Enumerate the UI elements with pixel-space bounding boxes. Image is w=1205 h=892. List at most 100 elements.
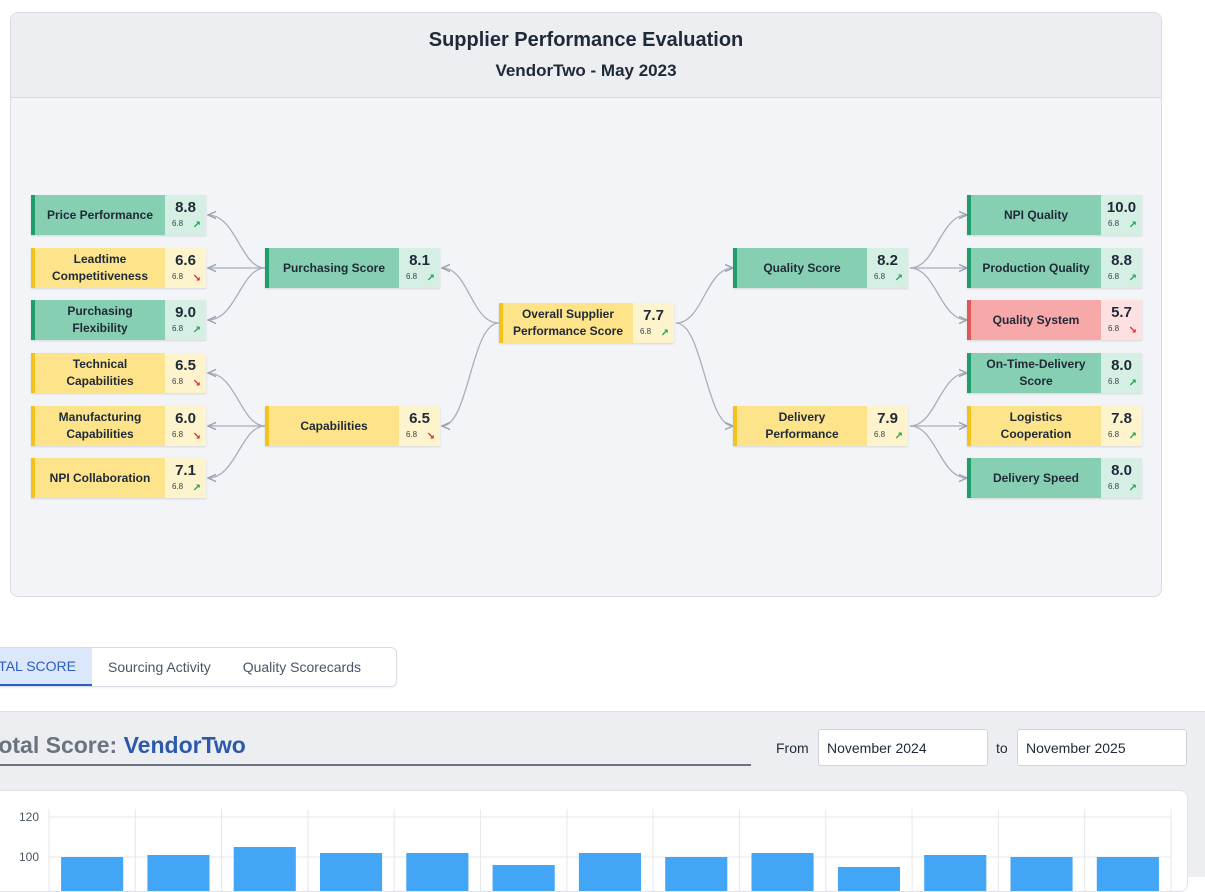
node-score: 10.0 [1106, 199, 1137, 216]
view-tabs: TAL SCORE Sourcing Activity Quality Scor… [0, 647, 397, 687]
trend-down-icon: ↘ [192, 273, 201, 284]
connector-delivery-ontime [909, 373, 967, 427]
node-score: 7.7 [643, 307, 664, 324]
connector-overall-capabilities [442, 322, 500, 426]
bar[interactable] [1010, 857, 1073, 891]
trend-up-icon: ↗ [192, 483, 201, 494]
node-score: 8.0 [1111, 462, 1132, 479]
connector-purchasing-price [208, 215, 266, 269]
node-label: Quality System [967, 300, 1101, 340]
trend-up-icon: ↗ [192, 325, 201, 336]
bar[interactable] [578, 853, 641, 891]
node-previous-score: 6.8 [406, 272, 418, 281]
node-previous-score: 6.8 [1108, 219, 1120, 228]
bar[interactable] [1096, 857, 1159, 891]
node-score: 6.6 [175, 252, 196, 269]
node-score: 9.0 [175, 304, 196, 321]
node-score-box: 8.1 6.8 ↗ [399, 248, 440, 288]
node-score-box: 10.0 6.8 ↗ [1101, 195, 1142, 235]
node-previous-score: 6.8 [874, 272, 886, 281]
from-label: From [776, 740, 809, 756]
bar[interactable] [233, 847, 296, 891]
bar[interactable] [924, 855, 987, 891]
connector-purchasing-flex [208, 267, 266, 320]
node-label: Purchasing Score [265, 248, 399, 288]
node-previous-score: 6.8 [172, 482, 184, 491]
total-score-prefix: Total Score: [0, 732, 118, 758]
node-label: Leadtime Competitiveness [31, 248, 165, 288]
trend-up-icon: ↗ [192, 220, 201, 231]
bar[interactable] [320, 853, 383, 891]
trend-down-icon: ↘ [192, 431, 201, 442]
tab-total-score[interactable]: TAL SCORE [0, 648, 92, 686]
connector-capabilities-npi [208, 425, 266, 478]
node-label: NPI Collaboration [31, 458, 165, 498]
node-score: 8.1 [409, 252, 430, 269]
trend-up-icon: ↗ [426, 273, 435, 284]
trend-up-icon: ↗ [1128, 378, 1137, 389]
node-label: Purchasing Flexibility [31, 300, 165, 340]
bar[interactable] [147, 855, 210, 891]
bar[interactable] [406, 853, 469, 891]
node-label: On-Time-Delivery Score [967, 353, 1101, 393]
node-npi-quality[interactable]: NPI Quality 10.0 6.8 ↗ [967, 195, 1142, 235]
node-label: NPI Quality [967, 195, 1101, 235]
trend-up-icon: ↗ [1128, 220, 1137, 231]
to-date-input[interactable] [1017, 729, 1187, 766]
bar[interactable] [837, 867, 900, 891]
connector-quality-npi [909, 215, 967, 269]
vendor-name: VendorTwo [123, 732, 246, 758]
evaluation-header: Supplier Performance Evaluation VendorTw… [11, 13, 1161, 98]
node-label: Logistics Cooperation [967, 406, 1101, 446]
bar[interactable] [665, 857, 728, 891]
node-label: Delivery Performance [733, 406, 867, 446]
tab-quality-scorecards[interactable]: Quality Scorecards [242, 659, 361, 675]
node-previous-score: 6.8 [172, 219, 184, 228]
to-label: to [996, 740, 1008, 756]
node-score: 8.8 [175, 199, 196, 216]
node-label: Production Quality [967, 248, 1101, 288]
bar[interactable] [751, 853, 814, 891]
evaluation-title: Supplier Performance Evaluation [428, 29, 744, 51]
node-purchasing-score[interactable]: Purchasing Score 8.1 6.8 ↗ [265, 248, 440, 288]
node-score: 6.5 [175, 357, 196, 374]
total-score-heading: Total Score: VendorTwo [0, 732, 751, 766]
node-previous-score: 6.8 [640, 327, 652, 336]
node-score: 8.8 [1111, 252, 1132, 269]
node-npi-collaboration[interactable]: NPI Collaboration 7.1 6.8 ↗ [31, 458, 206, 498]
connector-overall-quality [675, 268, 733, 324]
trend-up-icon: ↗ [660, 328, 669, 339]
from-date-input[interactable] [818, 729, 988, 766]
node-score: 6.5 [409, 410, 430, 427]
bar[interactable] [61, 857, 124, 891]
trend-up-icon: ↗ [894, 273, 903, 284]
node-label: Delivery Speed [967, 458, 1101, 498]
node-score: 7.8 [1111, 410, 1132, 427]
tab-sourcing-activity[interactable]: Sourcing Activity [108, 659, 211, 675]
connector-overall-purchasing [442, 268, 500, 324]
node-score: 7.1 [175, 462, 196, 479]
bar[interactable] [492, 865, 555, 891]
